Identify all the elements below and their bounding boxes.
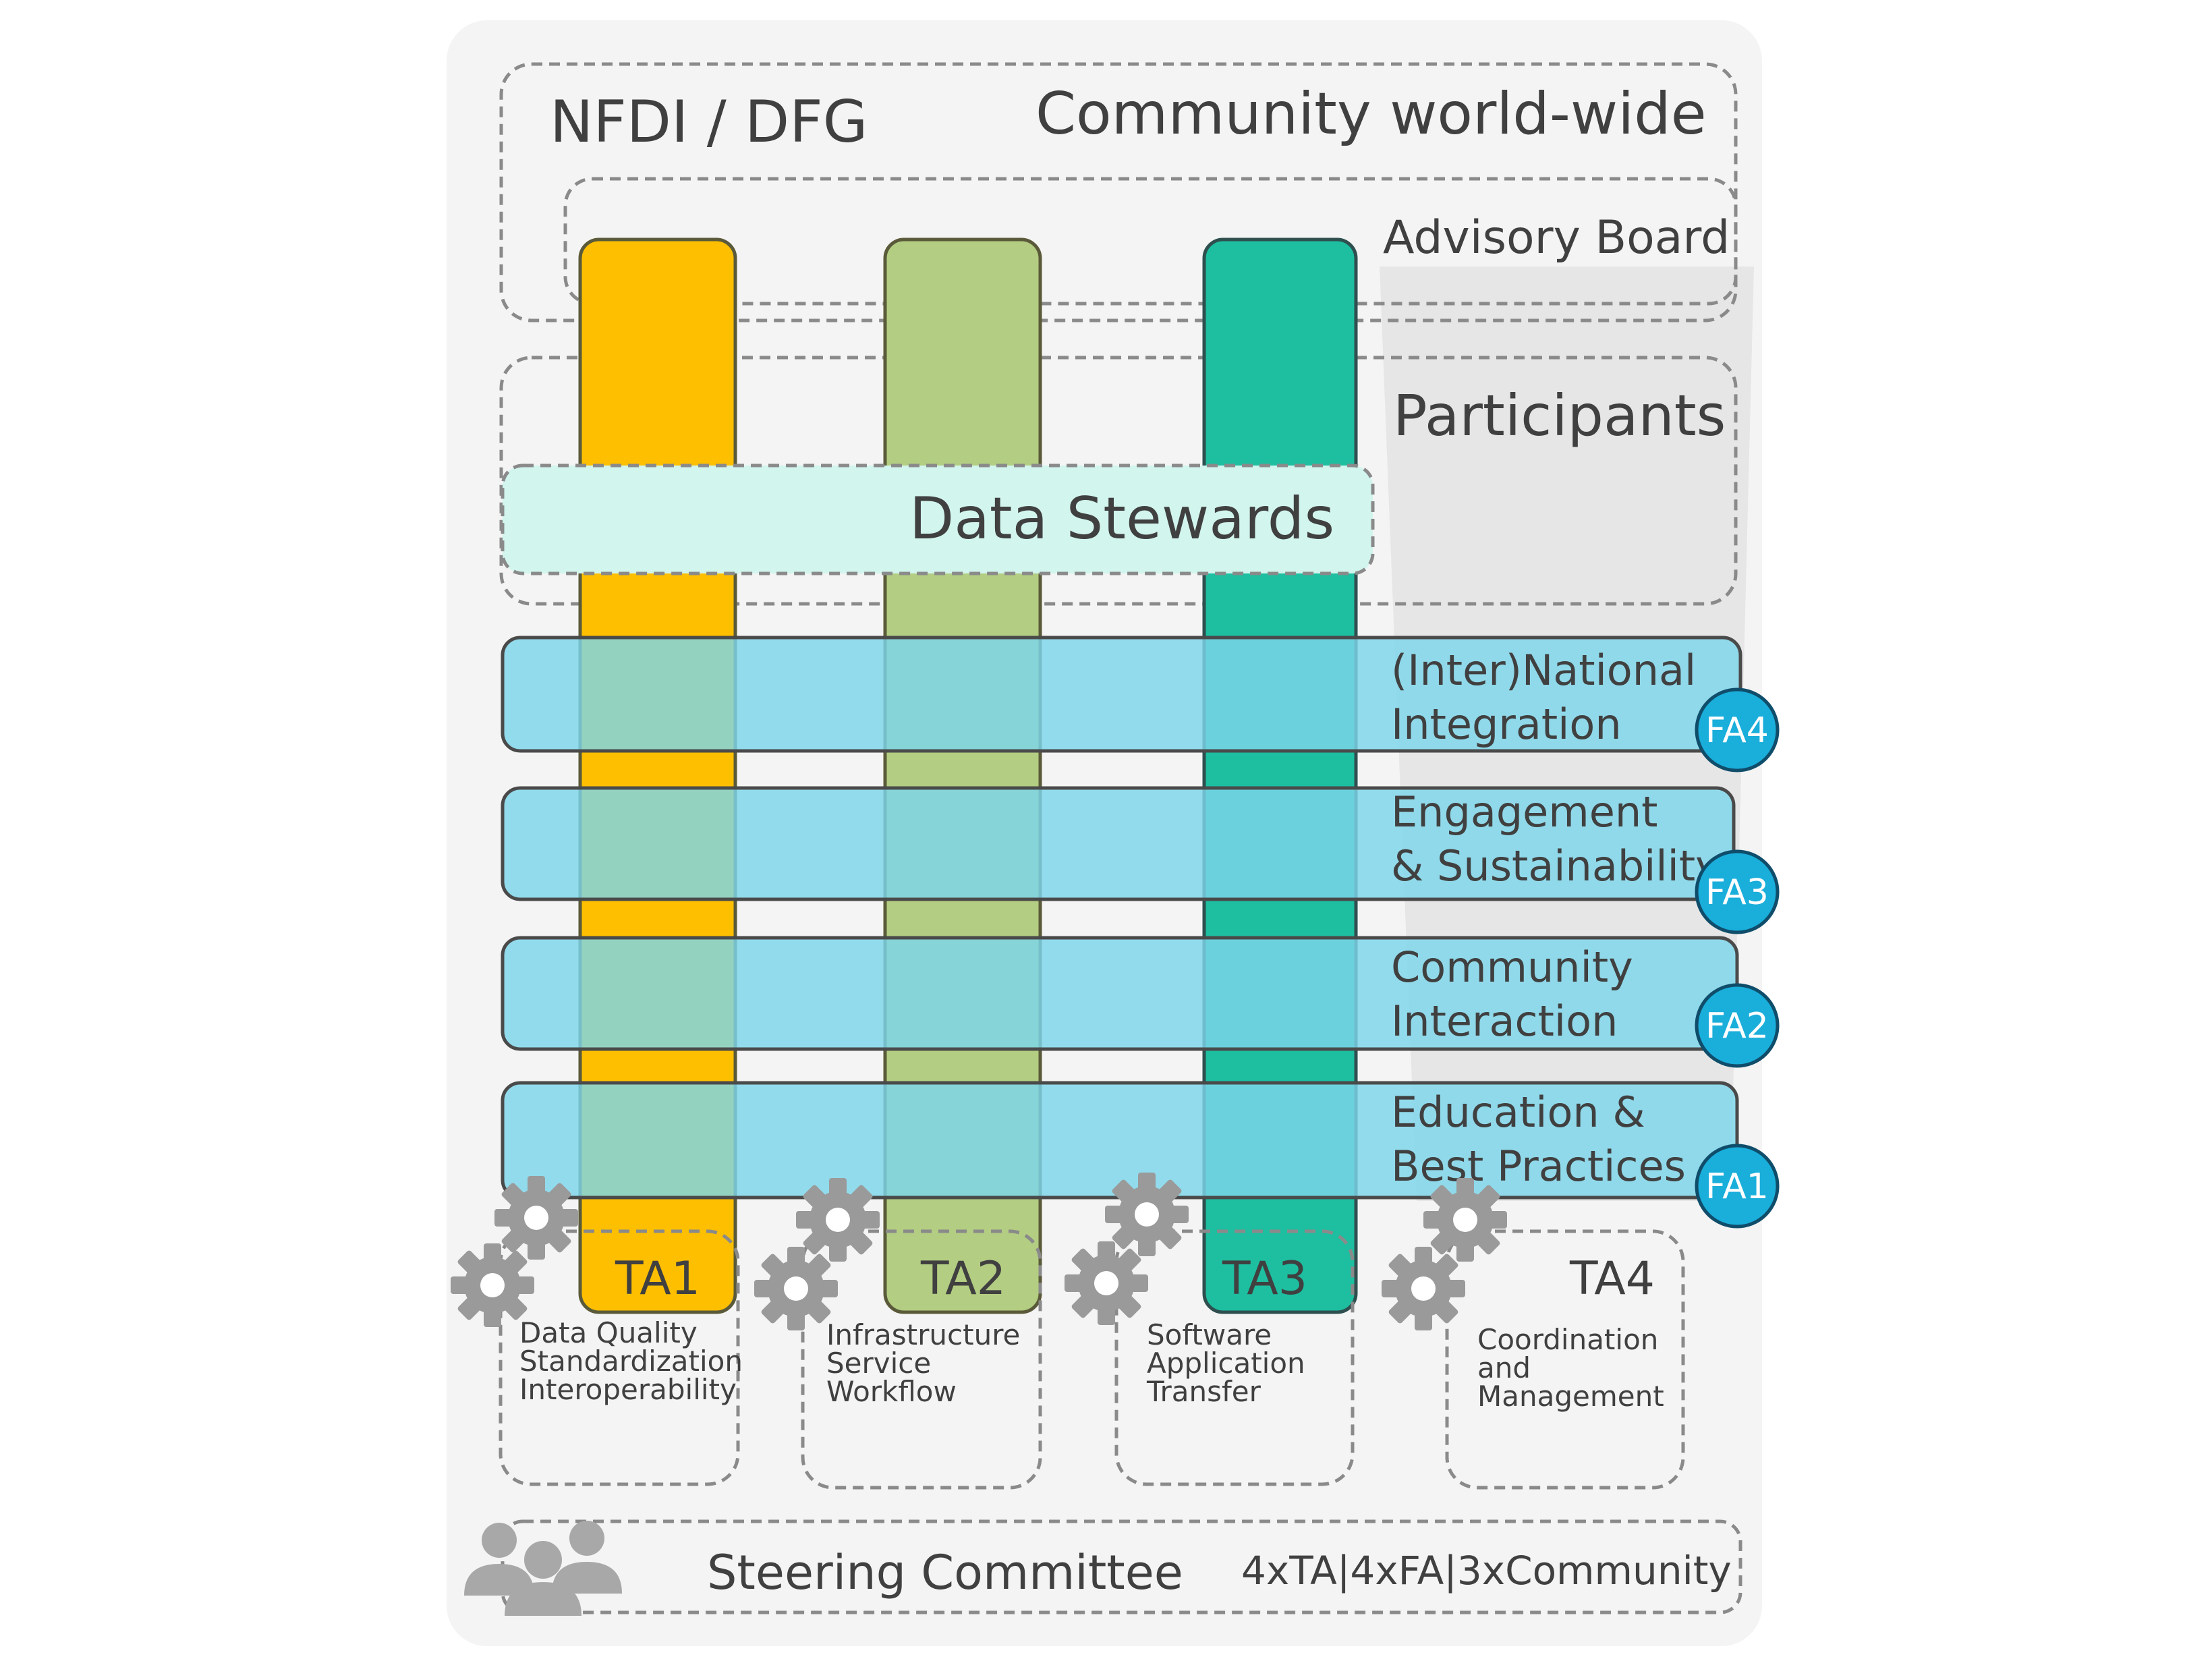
gear-icon: [494, 1176, 578, 1260]
ta3-label: TA3: [1222, 1252, 1307, 1305]
gear-icon: [1423, 1178, 1507, 1262]
fa3-badge-label: FA3: [1705, 872, 1769, 913]
fa4-badge: FA4: [1695, 687, 1780, 772]
fa2-badge-label: FA2: [1705, 1006, 1769, 1046]
fa1-line1: Education &: [1391, 1088, 1645, 1137]
ta2-desc-2: Service: [826, 1347, 931, 1380]
ta4-label: TA4: [1569, 1252, 1655, 1305]
fa3-badge: FA3: [1695, 849, 1780, 934]
fa1-badge-label: FA1: [1705, 1166, 1769, 1207]
ta3-box: [1114, 1229, 1355, 1486]
data-stewards-band: [501, 463, 1375, 575]
steering-committee-label: Steering Committee: [707, 1545, 1183, 1600]
ta4-desc-1: Coordination: [1477, 1323, 1658, 1356]
nfdi-label: NFDI / DFG: [550, 88, 868, 156]
committee-composition-label: 4xTA|4xFA|3xCommunity: [1241, 1548, 1732, 1594]
ta1-desc-1: Data Quality: [519, 1316, 698, 1349]
ta1-desc-2: Standardization: [519, 1345, 743, 1378]
fa4-line1: (Inter)National: [1391, 646, 1696, 695]
ta2-box: [801, 1229, 1042, 1490]
ta3-desc-3: Transfer: [1146, 1375, 1261, 1408]
gear-icon: [1065, 1241, 1148, 1325]
fa3-line1: Engagement: [1391, 787, 1657, 837]
community-label: Community world-wide: [1036, 80, 1707, 148]
fa2-badge: FA2: [1695, 983, 1780, 1068]
gear-icon: [754, 1247, 838, 1330]
gear-icon: [1105, 1173, 1189, 1256]
gear-icon: [451, 1243, 534, 1327]
ta2-label: TA2: [920, 1252, 1006, 1305]
ta1-desc-3: Interoperability: [519, 1373, 737, 1406]
fa1-badge: FA1: [1695, 1144, 1780, 1229]
ta1-box: [499, 1229, 740, 1486]
advisory-board-label: Advisory Board: [1383, 211, 1730, 264]
fa4-badge-label: FA4: [1705, 710, 1769, 751]
data-stewards-label: Data Stewards: [909, 485, 1334, 553]
fa2-line2: Interaction: [1391, 996, 1618, 1046]
fa2-line1: Community: [1391, 943, 1633, 992]
fa4-line2: Integration: [1391, 700, 1622, 749]
gear-icon: [1382, 1247, 1465, 1330]
participants-label: Participants: [1393, 383, 1726, 449]
people-icon: [464, 1521, 622, 1616]
ta4-desc-3: Management: [1477, 1380, 1664, 1413]
fa3-band: [501, 786, 1736, 901]
ta3-desc-1: Software: [1147, 1318, 1272, 1351]
fa3-line2: & Sustainability: [1391, 841, 1720, 891]
advisory-board-box: [563, 177, 1738, 306]
ta2-desc-1: Infrastructure: [826, 1318, 1020, 1351]
fa1-line2: Best Practices: [1391, 1142, 1686, 1191]
gear-icon: [796, 1178, 880, 1262]
ta3-desc-2: Application: [1147, 1347, 1305, 1380]
community-box: [499, 62, 1738, 322]
ta2-desc-3: Workflow: [826, 1375, 957, 1408]
ta4-box: [1445, 1229, 1685, 1490]
participants-box: [499, 356, 1738, 606]
ta4-desc-2: and: [1477, 1351, 1531, 1384]
ta1-label: TA1: [615, 1252, 700, 1305]
